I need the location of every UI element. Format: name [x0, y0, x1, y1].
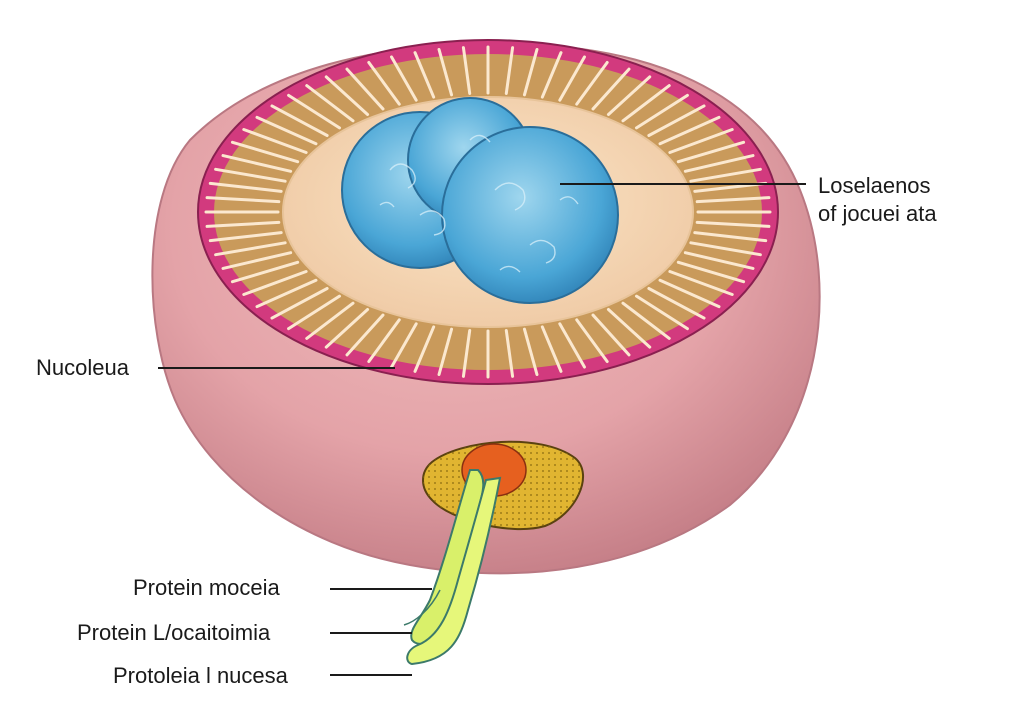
fold-line — [689, 241, 762, 257]
nucleus-blob — [341, 97, 619, 304]
fold-line — [634, 93, 689, 130]
fold-line — [242, 270, 308, 296]
fold-line — [575, 60, 609, 106]
fold-line — [658, 278, 721, 309]
fold-line — [668, 128, 734, 154]
fold-line — [683, 154, 755, 173]
fold-line — [591, 313, 631, 357]
fold-line — [693, 231, 768, 243]
fold-line — [390, 55, 418, 102]
fold-line — [437, 48, 454, 97]
fold-line — [270, 104, 329, 138]
fold-line — [324, 75, 370, 117]
label-top-right-line2: of jocuei ata — [818, 201, 937, 226]
fold-line — [689, 167, 762, 183]
fold-line — [695, 196, 771, 204]
fold-line — [324, 307, 370, 349]
label-nucleus: Nucoleua — [36, 355, 129, 380]
fold-line — [221, 251, 293, 270]
label-protein-2: Protein L/ocaitoimia — [77, 620, 271, 645]
folds-lines — [204, 45, 772, 379]
fold-line — [270, 286, 329, 320]
fold-line — [683, 251, 755, 270]
fold-line — [255, 278, 318, 309]
label-protein-3: Protoleia l nucesa — [113, 663, 288, 688]
fold-line — [287, 294, 342, 331]
protein-strands — [403, 469, 502, 666]
fold-line — [345, 313, 385, 357]
fold-line — [367, 60, 401, 106]
fold-line — [606, 75, 652, 117]
label-protein-1: Protein moceia — [133, 575, 280, 600]
fold-line — [695, 220, 771, 228]
fold-line — [437, 327, 454, 376]
fold-line — [621, 84, 671, 123]
fold-line — [647, 104, 706, 138]
fold-line — [522, 327, 539, 376]
fold-line — [668, 270, 734, 296]
fold-line — [242, 128, 308, 154]
fold-line — [621, 301, 671, 340]
fold-line — [413, 325, 436, 373]
fold-line — [205, 220, 281, 228]
fold-line — [504, 329, 515, 378]
fold-line — [208, 181, 283, 193]
fold-line — [647, 286, 706, 320]
fold-line — [305, 84, 355, 123]
fold-line — [214, 167, 287, 183]
fold-line — [558, 55, 586, 102]
fold-line — [634, 294, 689, 331]
fold-line — [676, 260, 746, 284]
fold-line — [205, 196, 281, 204]
fold-line — [345, 67, 385, 111]
fold-line — [522, 48, 539, 97]
fold-line — [208, 231, 283, 243]
fold-line — [287, 93, 342, 130]
label-top-right: Loselaenos of jocuei ata — [818, 172, 937, 228]
fold-line — [461, 329, 472, 378]
fold-line — [221, 154, 293, 173]
label-top-right-line1: Loselaenos — [818, 173, 931, 198]
fold-line — [591, 67, 631, 111]
fold-line — [606, 307, 652, 349]
fold-line — [413, 51, 436, 99]
fold-line — [305, 301, 355, 340]
fold-line — [558, 322, 586, 369]
fold-line — [461, 46, 472, 95]
fold-line — [676, 140, 746, 164]
fold-line — [658, 115, 721, 146]
fold-line — [540, 325, 563, 373]
fold-line — [214, 241, 287, 257]
fold-line — [504, 46, 515, 95]
fold-line — [540, 51, 563, 99]
fold-line — [575, 318, 609, 364]
fold-line — [367, 318, 401, 364]
fold-line — [230, 140, 300, 164]
fold-line — [390, 322, 418, 369]
fold-line — [230, 260, 300, 284]
fold-line — [255, 115, 318, 146]
